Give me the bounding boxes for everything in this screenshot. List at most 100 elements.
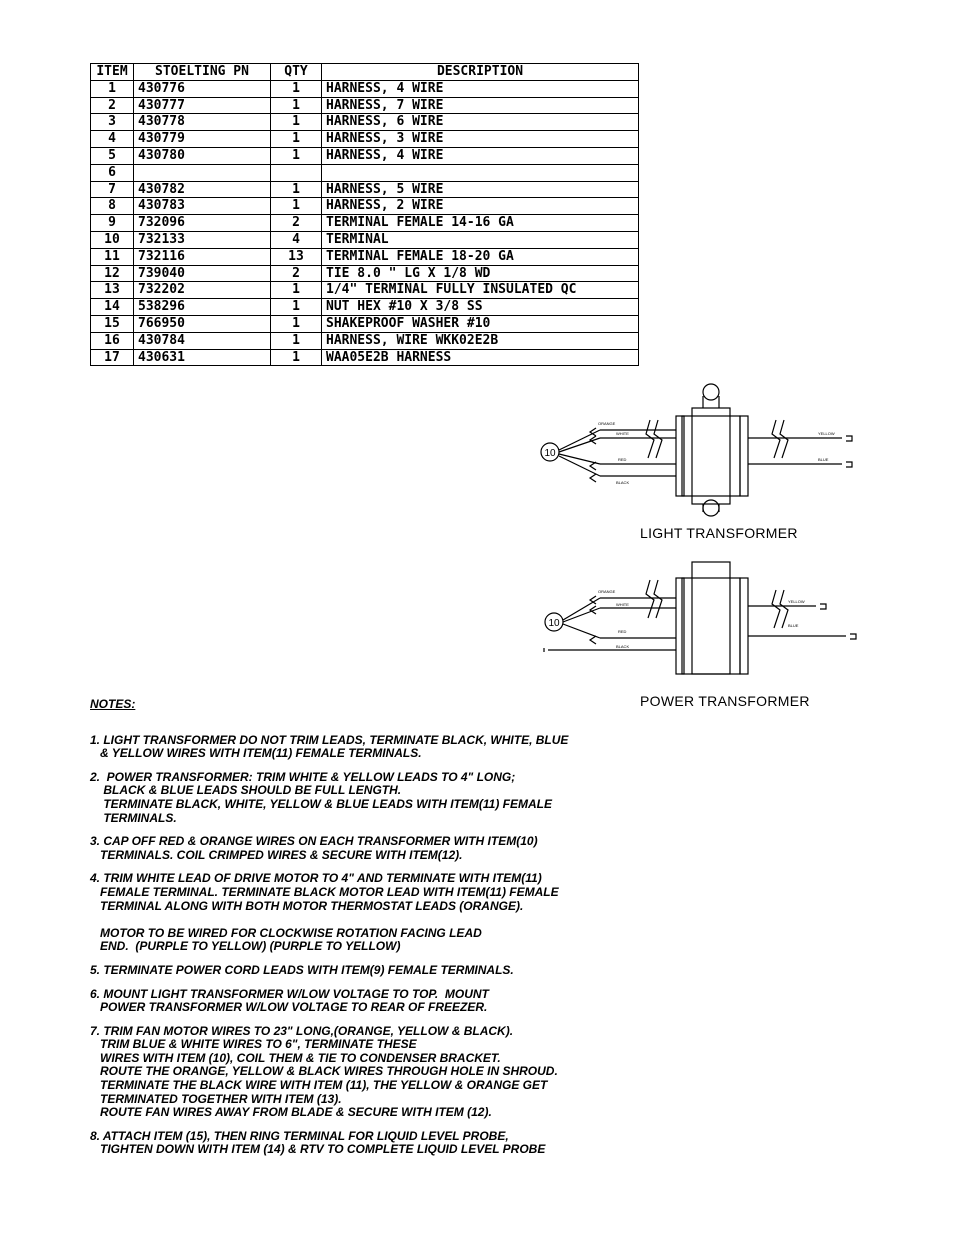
- light-wire-white: WHITE: [616, 431, 629, 436]
- pn-cell: 732202: [133, 281, 271, 300]
- description-cell: 1/4" TERMINAL FULLY INSULATED QC: [321, 281, 639, 300]
- description-cell: TIE 8.0 " LG X 1/8 WD: [321, 264, 639, 283]
- qty-cell: 1: [270, 314, 322, 333]
- qty-cell: 2: [270, 264, 322, 283]
- item-cell: 6: [90, 163, 134, 182]
- note-item: 2. POWER TRANSFORMER: TRIM WHITE & YELLO…: [90, 769, 552, 825]
- item-cell: 17: [90, 348, 134, 367]
- notes-title: NOTES:: [90, 697, 136, 711]
- qty-cell: 13: [270, 247, 322, 266]
- description-cell: WAA05E2B HARNESS: [321, 348, 639, 367]
- qty-cell: 1: [270, 79, 322, 98]
- qty-cell: 1: [270, 331, 322, 350]
- light-callout: 10: [544, 448, 556, 459]
- header-item: ITEM: [90, 63, 134, 81]
- item-cell: 4: [90, 130, 134, 148]
- table-header-row: ITEM STOELTING PN QTY DESCRIPTION: [90, 63, 639, 81]
- pn-cell: 430782: [133, 180, 271, 199]
- description-cell: TERMINAL FEMALE 14-16 GA: [321, 214, 639, 232]
- pn-cell: 430783: [133, 197, 271, 216]
- light-wire-red: RED: [618, 457, 627, 462]
- item-cell: 1: [90, 79, 134, 98]
- light-wire-orange: ORANGE: [598, 421, 616, 426]
- note-item: 7. TRIM FAN MOTOR WIRES TO 23" LONG,(ORA…: [90, 1023, 558, 1120]
- qty-cell: 1: [270, 96, 322, 115]
- description-cell: TERMINAL FEMALE 18-20 GA: [321, 247, 639, 266]
- qty-cell: 1: [270, 146, 322, 165]
- transformer-diagrams: 10 ORANGE WHITE RED BLACK YELLOW BLUE 10…: [530, 380, 870, 709]
- item-cell: 8: [90, 197, 134, 216]
- pn-cell: 732116: [133, 247, 271, 266]
- description-cell: HARNESS, 6 WIRE: [321, 113, 639, 132]
- item-cell: 13: [90, 281, 134, 300]
- power-wire-orange: ORANGE: [598, 589, 616, 594]
- light-transformer-label: LIGHT TRANSFORMER: [640, 525, 798, 541]
- item-cell: 15: [90, 314, 134, 333]
- qty-cell: 1: [270, 281, 322, 300]
- description-cell: HARNESS, WIRE WKK02E2B: [321, 331, 639, 350]
- item-cell: 11: [90, 247, 134, 266]
- notes-section: NOTES: 1. LIGHT TRANSFORMER DO NOT TRIM …: [90, 697, 610, 1167]
- header-qty: QTY: [270, 63, 322, 81]
- pn-cell: 430777: [133, 96, 271, 115]
- pn-cell: 732096: [133, 214, 271, 232]
- pn-cell: 538296: [133, 298, 271, 316]
- description-cell: HARNESS, 2 WIRE: [321, 197, 639, 216]
- pn-cell: [133, 163, 271, 182]
- table-row: 6: [90, 163, 639, 182]
- power-callout: 10: [548, 618, 560, 629]
- description-cell: HARNESS, 5 WIRE: [321, 180, 639, 199]
- header-description: DESCRIPTION: [321, 63, 639, 81]
- description-cell: [321, 163, 639, 182]
- light-wire-black: BLACK: [616, 480, 629, 485]
- item-cell: 9: [90, 214, 134, 232]
- description-cell: HARNESS, 4 WIRE: [321, 146, 639, 165]
- note-item: 6. MOUNT LIGHT TRANSFORMER W/LOW VOLTAGE…: [90, 986, 489, 1015]
- qty-cell: [270, 163, 322, 182]
- power-wire-white: WHITE: [616, 602, 629, 607]
- pn-cell: 739040: [133, 264, 271, 283]
- note-item: 3. CAP OFF RED & ORANGE WIRES ON EACH TR…: [90, 834, 538, 862]
- header-stoelting-pn: STOELTING PN: [133, 63, 271, 81]
- item-cell: 16: [90, 331, 134, 350]
- qty-cell: 1: [270, 298, 322, 316]
- power-wire-red: RED: [618, 629, 627, 634]
- pn-cell: 430779: [133, 130, 271, 148]
- item-cell: 3: [90, 113, 134, 132]
- power-transformer-drawing: [543, 561, 857, 675]
- description-cell: NUT HEX #10 X 3/8 SS: [321, 298, 639, 316]
- qty-cell: 1: [270, 130, 322, 148]
- pn-cell: 430778: [133, 113, 271, 132]
- item-cell: 2: [90, 96, 134, 115]
- pn-cell: 766950: [133, 314, 271, 333]
- description-cell: TERMINAL: [321, 230, 639, 249]
- note-item: 5. TERMINATE POWER CORD LEADS WITH ITEM(…: [90, 962, 514, 977]
- item-cell: 12: [90, 264, 134, 283]
- description-cell: HARNESS, 3 WIRE: [321, 130, 639, 148]
- item-cell: 10: [90, 230, 134, 249]
- notes-list: 1. LIGHT TRANSFORMER DO NOT TRIM LEADS, …: [90, 733, 610, 1157]
- qty-cell: 1: [270, 180, 322, 199]
- power-wire-yellow: YELLOW: [788, 599, 805, 604]
- pn-cell: 430784: [133, 331, 271, 350]
- note-item: 4. TRIM WHITE LEAD OF DRIVE MOTOR TO 4" …: [90, 871, 559, 954]
- pn-cell: 732133: [133, 230, 271, 249]
- note-item: 8. ATTACH ITEM (15), THEN RING TERMINAL …: [90, 1128, 546, 1157]
- item-cell: 7: [90, 180, 134, 199]
- qty-cell: 1: [270, 113, 322, 132]
- power-wire-black: BLACK: [616, 644, 629, 649]
- qty-cell: 4: [270, 230, 322, 249]
